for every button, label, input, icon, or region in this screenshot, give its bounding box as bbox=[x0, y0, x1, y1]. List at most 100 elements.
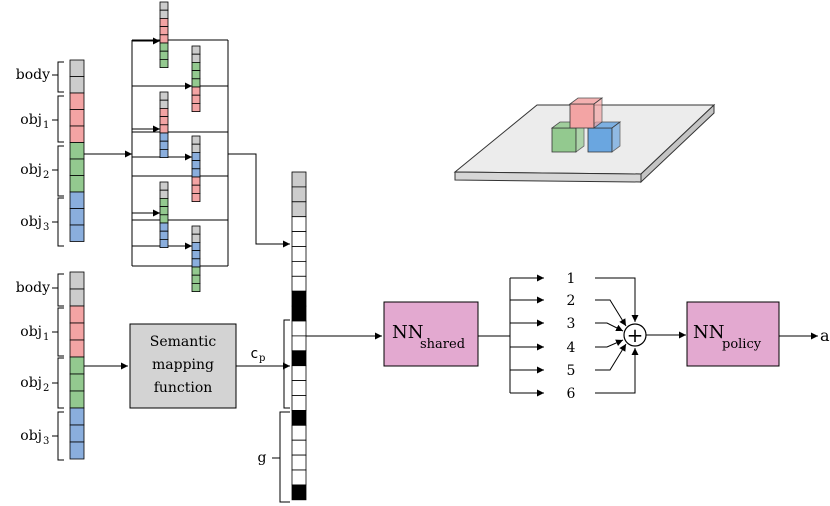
bottom-input-cell bbox=[69, 373, 85, 392]
concat-vector-cell bbox=[291, 469, 307, 486]
bottom-obj2-subscript: 2 bbox=[43, 383, 49, 394]
top-obj2-subscript: 2 bbox=[43, 170, 49, 181]
bottom-obj3-subscript: 3 bbox=[43, 436, 49, 447]
permutation-vector-cell bbox=[191, 135, 201, 145]
sum-symbol: + bbox=[627, 323, 644, 347]
bottom-input-cell bbox=[69, 424, 85, 443]
nn-shared-rect bbox=[383, 301, 479, 367]
concat-vector-cell bbox=[291, 260, 307, 277]
top-input-cell bbox=[69, 142, 85, 160]
concat-vector-cell bbox=[291, 335, 307, 352]
permutation-vector-cell bbox=[159, 230, 169, 240]
permutations-to-concat-arrow bbox=[228, 153, 290, 248]
permutation-vector-cell bbox=[191, 86, 201, 96]
concat-vector-cell bbox=[291, 186, 307, 203]
permutation-vector-cell bbox=[159, 206, 169, 216]
permutation-vector-cell bbox=[191, 62, 201, 72]
permutation-vector-cell bbox=[191, 94, 201, 104]
concat-vector-cell bbox=[291, 484, 307, 501]
g-label: g bbox=[258, 450, 267, 466]
concat-vector-cell bbox=[291, 439, 307, 456]
concat-brackets bbox=[272, 319, 290, 503]
permutation-vector-cell bbox=[191, 143, 201, 153]
green-cube-front bbox=[551, 127, 577, 153]
bottom-input-cell bbox=[69, 305, 85, 324]
concat-vector-cell bbox=[291, 380, 307, 396]
permutation-vector-cell bbox=[159, 34, 169, 44]
permutation-vector-cell bbox=[159, 238, 169, 248]
permutation-vector-cell bbox=[159, 222, 169, 232]
top-input-cell bbox=[69, 224, 85, 242]
branch-label: 2 bbox=[567, 293, 576, 309]
bottom-input-cell bbox=[69, 288, 85, 307]
permutation-vectors bbox=[159, 1, 201, 292]
permutation-vector-cell bbox=[191, 266, 201, 276]
bottom-body-label: body bbox=[16, 280, 50, 296]
permutation-vector-cell bbox=[159, 214, 169, 224]
concat-vector-cell bbox=[291, 320, 307, 337]
branch-to-sum-arrow bbox=[595, 299, 627, 327]
concat-vector-cell bbox=[291, 409, 307, 426]
blue-cube-side bbox=[611, 121, 621, 153]
top-input-group: body obj 1 obj 2 obj 3 bbox=[16, 59, 85, 247]
permutation-vector-cell bbox=[191, 103, 201, 113]
mapping-line-1: Semantic bbox=[150, 334, 217, 350]
branch-label: 3 bbox=[567, 316, 576, 332]
cp-subscript: p bbox=[259, 353, 265, 364]
nn-shared-subscript: shared bbox=[420, 337, 465, 352]
top-input-brackets bbox=[52, 61, 64, 247]
top-input-cell bbox=[69, 76, 85, 94]
concat-vector-cell bbox=[291, 171, 307, 188]
branch-to-sum-arrow bbox=[595, 322, 624, 332]
top-input-cell bbox=[69, 175, 85, 193]
nn-shared-box: NN shared bbox=[383, 301, 479, 367]
concat-vector-cell bbox=[291, 395, 307, 411]
bottom-input-cell bbox=[69, 356, 85, 375]
bottom-input-cell bbox=[69, 441, 85, 460]
top-input-cell bbox=[69, 158, 85, 176]
top-input-vector bbox=[69, 59, 85, 242]
top-obj1-subscript: 1 bbox=[43, 120, 49, 131]
permutation-vector-cell bbox=[191, 192, 201, 202]
permutation-block bbox=[131, 1, 229, 292]
output-label: a bbox=[820, 326, 830, 345]
permutation-vector-cell bbox=[191, 274, 201, 284]
semantic-mapping-box: Semantic mapping function bbox=[129, 323, 237, 409]
bottom-input-cell bbox=[69, 390, 85, 409]
permutation-vector-cell bbox=[191, 282, 201, 292]
permutation-connectors bbox=[131, 39, 229, 267]
permutation-vector-cell bbox=[159, 9, 169, 19]
cube-stack bbox=[550, 97, 622, 153]
permutation-vector-cell bbox=[159, 59, 169, 69]
nn-policy-subscript: policy bbox=[722, 337, 762, 352]
bottom-input-cell bbox=[69, 322, 85, 341]
top-body-label: body bbox=[16, 67, 50, 83]
permutation-vector-cell bbox=[191, 250, 201, 260]
bottom-obj1-label: obj bbox=[20, 324, 42, 340]
top-obj3-label: obj bbox=[20, 214, 42, 230]
permutation-vector-cell bbox=[159, 181, 169, 191]
top-obj1-label: obj bbox=[20, 112, 42, 128]
permutation-vector-cell bbox=[159, 26, 169, 36]
permutation-vector-cell bbox=[191, 176, 201, 186]
permutation-vector-cell bbox=[159, 1, 169, 11]
permutation-vector-cell bbox=[159, 189, 169, 199]
bottom-input-vector bbox=[69, 271, 85, 460]
mapping-line-3: function bbox=[154, 380, 213, 396]
semantic-mapping-rect bbox=[129, 323, 237, 409]
table-front bbox=[454, 171, 642, 183]
concat-vector-cell bbox=[291, 290, 307, 307]
nn-policy-rect bbox=[686, 301, 780, 367]
concat-vector-cell bbox=[291, 231, 307, 247]
blue-cube-front bbox=[587, 127, 613, 153]
permutation-vector-cell bbox=[159, 99, 169, 109]
bottom-obj1-subscript: 1 bbox=[43, 332, 49, 343]
scene-illustration bbox=[453, 97, 716, 184]
top-input-cell bbox=[69, 59, 85, 77]
concat-vector-cell bbox=[291, 424, 307, 441]
concat-vector-cell bbox=[291, 454, 307, 471]
bottom-input-group: body obj 1 obj 2 obj 3 bbox=[16, 271, 85, 461]
concat-vector-cell bbox=[291, 275, 307, 292]
permutation-vector-cell bbox=[191, 151, 201, 161]
top-obj2-label: obj bbox=[20, 162, 42, 178]
